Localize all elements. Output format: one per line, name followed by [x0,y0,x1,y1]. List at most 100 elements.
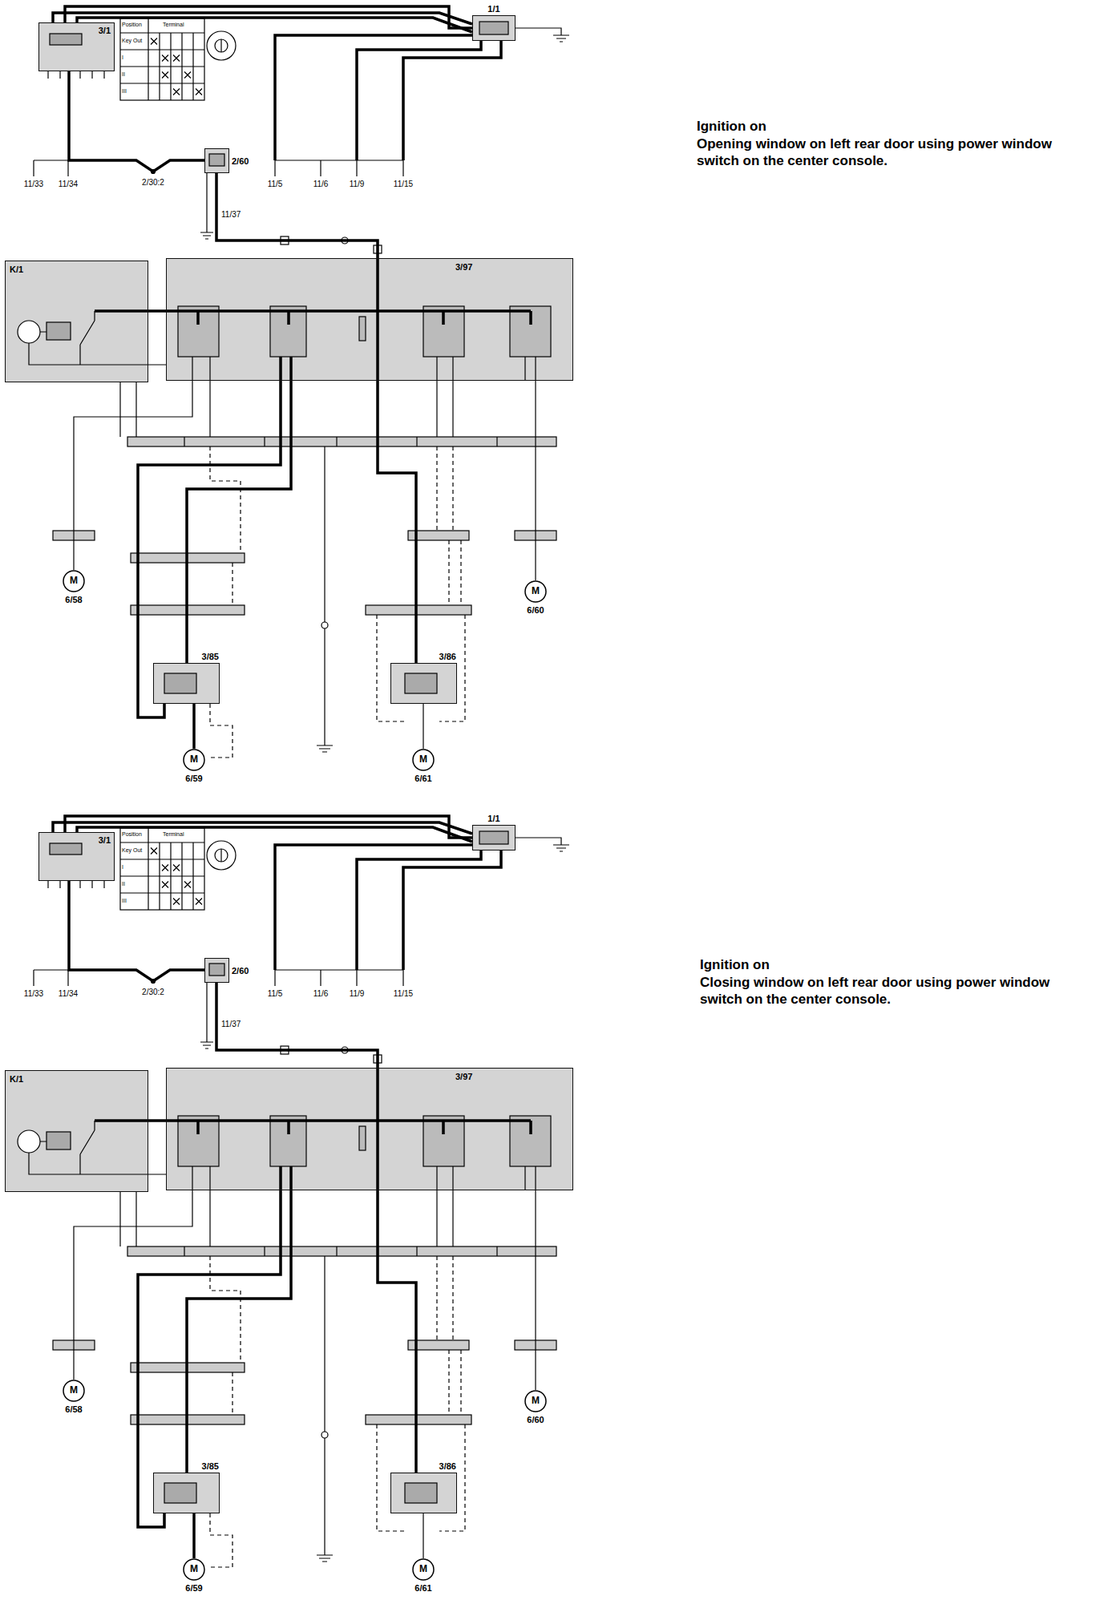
motor-circle [183,749,205,771]
upper-diagram [4,12,574,758]
table-cell: I [121,54,124,61]
component-label: 3/97 [455,262,473,272]
table-cell: Key Out [121,847,142,854]
wire [73,380,193,571]
fuse-number: 11/33 [24,179,44,189]
wire [534,1190,536,1391]
component-box: 1/1 [472,15,516,41]
component-box: 1/1 [472,824,516,851]
wire [422,1513,424,1559]
component-label: 6/59 [185,773,203,784]
wire [377,1190,417,1473]
component-box: 3/1 [38,832,115,882]
wire [192,703,196,749]
component-box: 3/97 [165,258,574,381]
component-label: 6/58 [64,1404,82,1415]
component-box: 2/60 [204,148,230,174]
wire [186,1190,292,1473]
motor-letter: M [190,1564,199,1575]
component-box: 3/86 [390,663,457,704]
motor-symbol: M6/58 [62,1379,85,1403]
fuse-number: 11/33 [24,989,44,999]
component-label: 2/60 [231,155,249,166]
component-label: 3/85 [202,1461,219,1472]
component-box: 3/85 [153,1472,220,1514]
component-box: 3/97 [165,1067,574,1191]
fuse-number: 11/34 [58,179,78,189]
component-label: 6/59 [185,1583,203,1594]
motor-symbol: M6/59 [182,1558,206,1581]
table-cell: III [121,897,127,905]
motor-circle [412,1559,434,1581]
table-cell: Key Out [121,37,142,45]
lower-diagram [4,822,574,1568]
wire [64,816,473,838]
wire [216,982,378,1068]
motor-letter: M [69,575,78,587]
motor-letter: M [531,1395,540,1407]
caption-note: Closing window on left rear door using p… [699,974,1085,1009]
wire [192,1513,196,1559]
table-cell: Terminal [162,831,184,838]
fuse-number: 11/15 [393,989,413,999]
fuse-number: 11/34 [58,989,78,999]
fuse-number: 11/5 [267,989,284,999]
wire [73,1190,193,1380]
wire [422,703,424,749]
fuse-number: 2/30:2 [141,987,165,997]
table-cell: I [121,864,124,871]
wire [68,71,205,172]
wire [534,380,536,581]
fuse-number: 11/37 [221,210,241,219]
motor-circle [525,581,546,603]
component-label: 3/1 [98,25,111,36]
component-label: 3/85 [202,651,219,662]
fuse-number: 11/37 [221,1019,241,1029]
component-box: K/1 [4,260,149,383]
table-cell: II [121,881,126,888]
caption-note: Ignition on [699,956,1085,974]
motor-letter: M [419,1564,428,1575]
wire [186,380,292,664]
motor-symbol: M6/61 [412,748,435,772]
table-cell: II [121,71,126,78]
wire [68,881,205,982]
table-cell: III [121,88,127,95]
component-label: 3/86 [439,1461,457,1472]
component-label: 1/1 [487,4,500,14]
component-label: 3/1 [98,835,111,846]
table-cell: Position [121,831,142,838]
component-box: 2/60 [204,958,230,983]
caption-note: Ignition on [696,117,1082,135]
fuse-number: 2/30:2 [141,177,165,187]
wire [148,309,166,313]
component-label: K/1 [9,264,24,275]
component-box: 3/86 [390,1472,457,1514]
wire [216,173,378,259]
wire [148,1119,166,1123]
motor-symbol: M6/60 [524,580,547,603]
motor-circle [183,1559,205,1581]
component-label: 3/97 [455,1071,473,1082]
component-label: 3/86 [439,651,457,662]
component-label: 1/1 [487,813,500,824]
component-label: 2/60 [231,965,249,975]
fuse-number: 11/6 [313,179,329,189]
motor-symbol: M6/60 [524,1390,547,1413]
motor-letter: M [69,1385,78,1396]
motor-letter: M [531,586,540,597]
motor-letter: M [190,754,199,765]
fuse-number: 11/9 [349,989,365,999]
motor-circle [412,749,434,771]
component-label: 6/61 [414,1583,432,1594]
motor-symbol: M6/58 [62,570,85,593]
component-label: 6/60 [526,605,544,615]
component-box: K/1 [4,1070,149,1193]
component-box: 3/85 [153,663,220,704]
component-label: 6/61 [414,773,432,784]
motor-circle [63,570,85,592]
motor-letter: M [419,754,428,765]
